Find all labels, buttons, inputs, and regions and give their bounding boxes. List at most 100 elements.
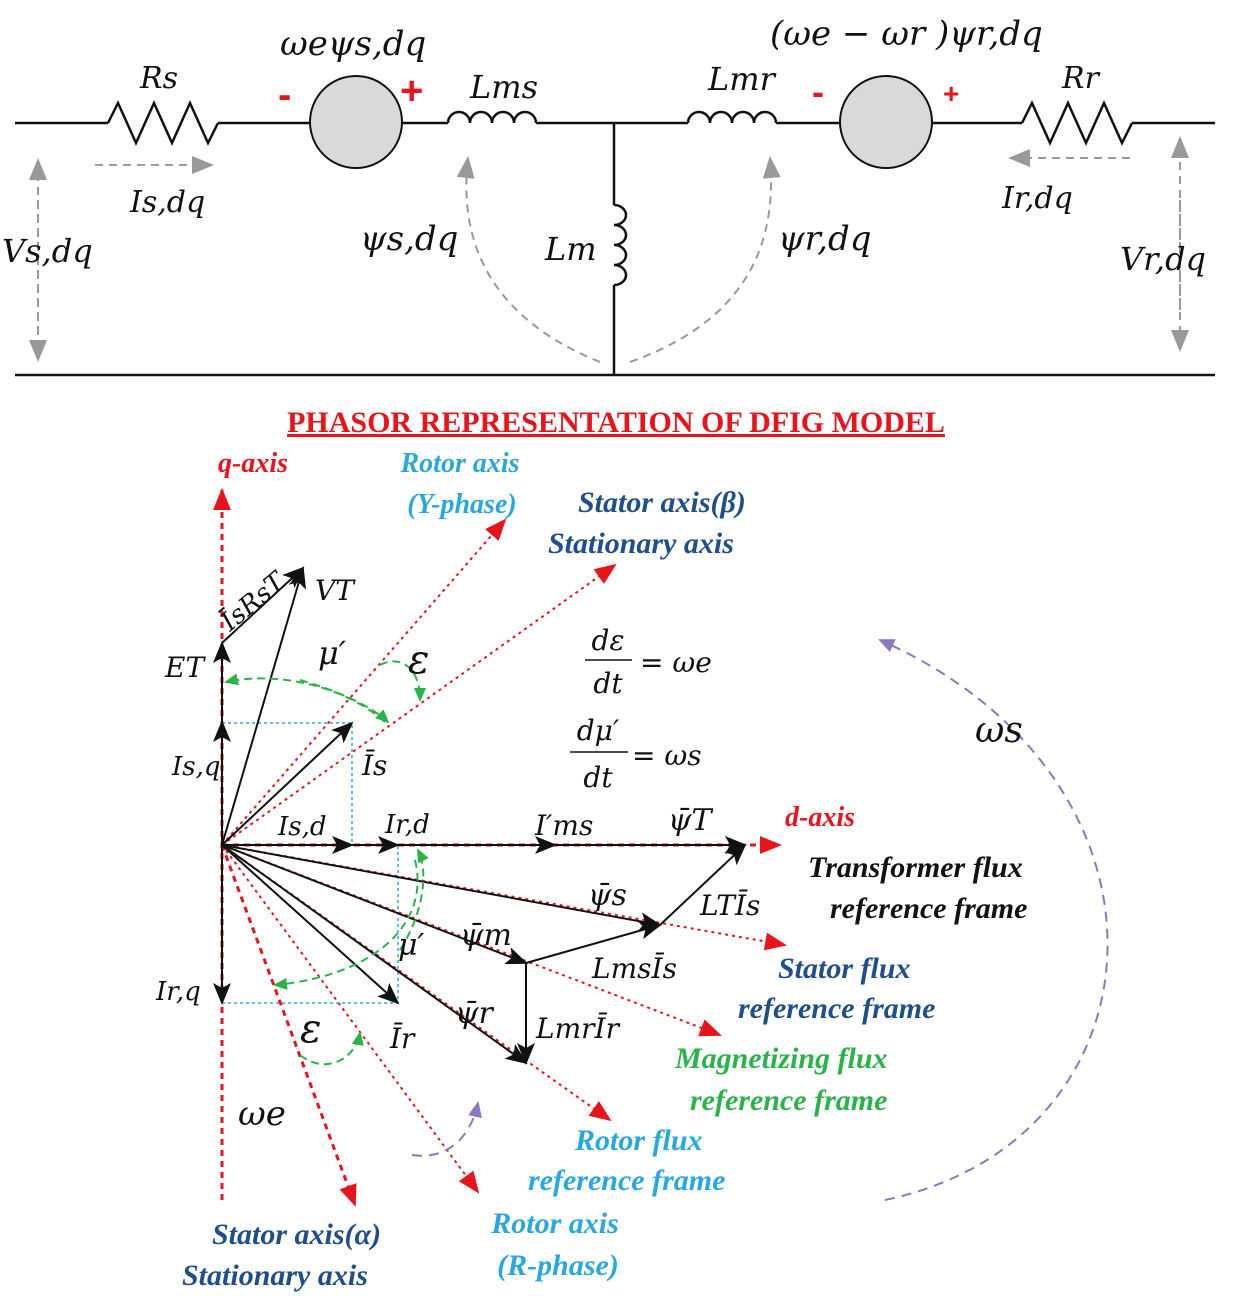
rotor-flux-frame-label-1: Rotor flux	[574, 1124, 703, 1157]
angle-arcs	[224, 660, 429, 1066]
epsilon-arc-upper	[379, 660, 426, 702]
rotor-resistor	[1020, 99, 1134, 147]
psi-m-phasor	[221, 844, 528, 965]
mag-flux-frame-label-1: Magnetizing flux	[674, 1042, 888, 1075]
label-Isq: Is,q	[171, 752, 221, 782]
omega-s-arc	[878, 639, 1109, 1201]
label-Rr: Rr	[1061, 61, 1101, 96]
q-axis-label: q-axis	[218, 448, 288, 479]
is-rs-phasor	[221, 566, 305, 644]
label-Is: Is,dq	[129, 185, 205, 220]
label-Lms: Lms	[469, 68, 538, 106]
stator-resistor	[106, 99, 220, 147]
label-Rs: Rs	[139, 61, 178, 96]
label-psi-s-bar: ψ̄s	[588, 878, 627, 913]
stator-leakage-inductor	[446, 110, 538, 124]
stator-alpha-label-2: Stationary axis	[182, 1259, 368, 1292]
label-ET: ET	[164, 651, 206, 684]
label-Vr: Vr,dq	[1120, 240, 1206, 278]
transformer-frame-label-1: Transformer flux	[808, 851, 1023, 884]
epsilon-arc-lower	[299, 1031, 364, 1066]
label-Lms-Is: LmsĪs	[591, 952, 677, 985]
rotor-axis-r-line	[221, 844, 480, 1194]
label-Is-Rs: ĪsRsT	[214, 565, 293, 638]
eq2-numerator: dμ′	[577, 714, 620, 747]
rotor-leakage-inductor	[686, 110, 778, 124]
stator-emf-source	[309, 75, 403, 169]
eq1-numerator: dε	[592, 624, 625, 657]
rotation-arcs	[411, 639, 1109, 1201]
mu-arc-upper-right	[299, 679, 390, 724]
label-Ims: I′ms	[534, 809, 593, 842]
vt-phasor	[221, 566, 307, 846]
label-Irq: Ir,q	[155, 977, 201, 1007]
omega-e-arc	[411, 1101, 482, 1157]
label-Ird: Ir,d	[384, 810, 430, 840]
is-projection	[222, 722, 353, 845]
label-mu-lower: μ′	[398, 928, 424, 963]
eq1-rhs: = ωe	[640, 646, 712, 679]
label-mu-upper: μ′	[318, 634, 347, 672]
label-psi-s: ψs,dq	[360, 219, 458, 259]
label-epsilon-lower: ε	[300, 1006, 321, 1052]
equation-d-mu: dμ′ dt = ωs	[570, 714, 702, 794]
stator-beta-line	[221, 563, 617, 846]
phasors	[213, 566, 747, 1065]
rotor-emf-plus: +	[943, 78, 959, 109]
label-psi-r-bar: ψ̄r	[455, 996, 495, 1031]
rotor-axis-r-label-2: (R-phase)	[497, 1249, 619, 1282]
stator-alpha-line	[220, 844, 357, 1207]
label-psi-m-bar: ψ̄m	[460, 918, 512, 953]
label-VT: VT	[315, 574, 356, 607]
ir-phasor	[221, 844, 400, 1005]
stator-beta-label-2: Stationary axis	[548, 527, 734, 560]
label-Ir-bar: Īr	[389, 1022, 416, 1055]
label-LT-Is: LTĪs	[699, 889, 760, 922]
rotor-axis-r-label-1: Rotor axis	[490, 1207, 619, 1240]
equivalent-circuit	[15, 99, 1215, 377]
stator-flux-frame-label-1: Stator flux	[778, 952, 911, 985]
stator-flux-frame-line	[221, 844, 787, 951]
mu-arc-lower-right	[399, 848, 429, 951]
mu-arc-lower-left	[273, 859, 419, 990]
circuit-arrows	[29, 136, 1189, 363]
stator-flux-frame-label-2: reference frame	[738, 992, 935, 1025]
label-Vs: Vs,dq	[2, 232, 93, 270]
label-Isd: Is,d	[277, 812, 327, 842]
mag-flux-frame-label-2: reference frame	[690, 1084, 887, 1117]
stator-emf-minus: -	[278, 73, 291, 117]
label-Is-bar: Īs	[361, 749, 387, 782]
rotor-emf-minus: -	[812, 71, 824, 112]
magnetizing-inductor	[613, 203, 628, 287]
psi-r-arrow	[629, 156, 781, 363]
label-Lm: Lm	[544, 230, 597, 268]
transformer-frame-label-2: reference frame	[830, 892, 1027, 925]
rotor-axis-y-line	[221, 518, 507, 846]
eq1-denominator: dt	[593, 667, 623, 700]
phasor-title: PHASOR REPRESENTATION OF DFIG MODEL	[287, 406, 945, 439]
stator-emf-plus: +	[400, 69, 423, 113]
label-stator-emf: ωeψs,dq	[280, 24, 426, 64]
eq2-denominator: dt	[583, 761, 613, 794]
label-omega-e: ωe	[238, 1094, 286, 1134]
label-rotor-emf: (ωe − ωr )ψr,dq	[770, 14, 1043, 54]
rotor-axis-y-label-1: Rotor axis	[399, 448, 519, 479]
label-psi-r: ψr,dq	[778, 219, 872, 259]
psi-s-arrow	[456, 156, 601, 363]
label-psi-T: ψ̄T	[668, 803, 714, 838]
rotor-flux-frame-label-2: reference frame	[528, 1164, 725, 1197]
is-phasor	[221, 721, 354, 846]
equation-d-epsilon: dε dt = ωe	[585, 624, 712, 700]
label-Ir: Ir,dq	[1001, 181, 1073, 216]
stator-alpha-label-1: Stator axis(α)	[212, 1218, 381, 1251]
d-axis-label: d-axis	[785, 802, 855, 833]
rotor-emf-source	[839, 75, 933, 169]
magnetizing-flux-frame-line	[221, 844, 722, 1037]
label-omega-s: ωs	[975, 710, 1023, 751]
label-Lmr: Lmr	[707, 60, 777, 98]
rotor-axis-y-label-2: (Y-phase)	[407, 489, 516, 520]
label-Lmr-Ir: LmrĪr	[535, 1012, 621, 1045]
lms-is-phasor	[525, 921, 662, 964]
stator-beta-label-1: Stator axis(β)	[578, 486, 746, 519]
